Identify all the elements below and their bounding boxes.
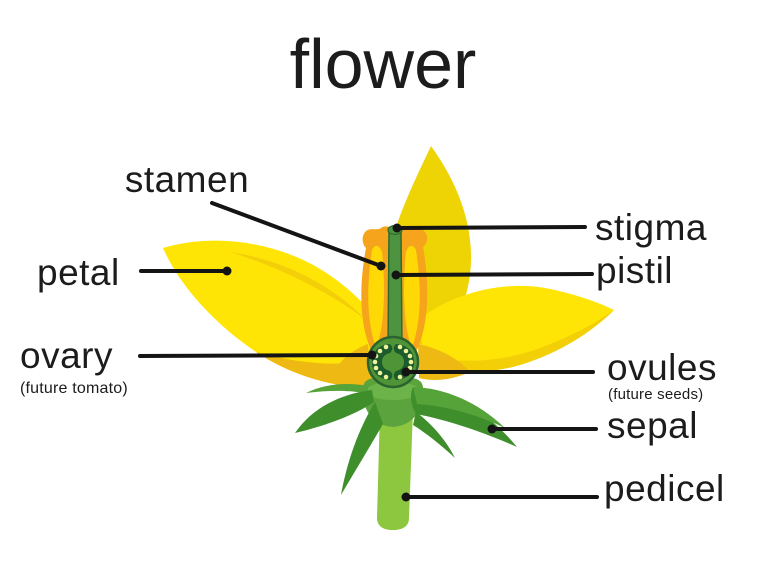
stamen-label: stamen [125,159,249,200]
stigma-label: stigma [595,207,707,248]
left-petal-shape [163,240,396,388]
anther-flame-left [368,245,384,348]
right-petal-shape [421,285,614,372]
anther-flame-right [404,245,420,348]
sepal-upper-left [306,384,368,394]
flower-illustration [163,146,614,530]
ovary-locule-left [372,344,393,380]
ovary-sublabel: (future tomato) [20,380,128,397]
ovary-pointer-dot [367,350,377,360]
petal-pointer-dot [222,266,232,276]
sepal-left-down [341,402,383,495]
ovules-label: ovules [607,347,717,388]
sepal-left-long [295,390,374,433]
ovules-pointer-dot [401,367,411,377]
sepal-right-down [413,412,455,458]
ovules-sublabel: (future seeds) [608,386,703,403]
petal-label: petal [37,252,120,293]
pointer-lines [138,201,599,502]
base-wedge-left [334,344,371,380]
pistil-pointer-line [394,272,594,277]
ovary-label: ovary [20,335,113,376]
sepal-right-long-highlight [413,387,505,428]
stigma-pointer-line [395,225,587,230]
sepal-pointer-dot [487,424,497,434]
pistil-shape [387,226,403,351]
pistil-pointer-dot [391,270,401,280]
pedicel-label: pedicel [604,468,725,509]
sepal-label: sepal [607,405,698,446]
pistil-label: pistil [596,250,673,291]
pedicel-shape [377,410,413,530]
page-title: flower [290,25,477,103]
stigma-pointer-dot [392,223,402,233]
receptacle-highlight [366,382,420,400]
ovules-left [372,344,389,380]
pedicel-pointer-dot [401,492,411,502]
stamen-pointer-dot [376,261,386,271]
stamen-pointer-line [210,201,383,268]
ovary-pointer-line [138,353,374,358]
